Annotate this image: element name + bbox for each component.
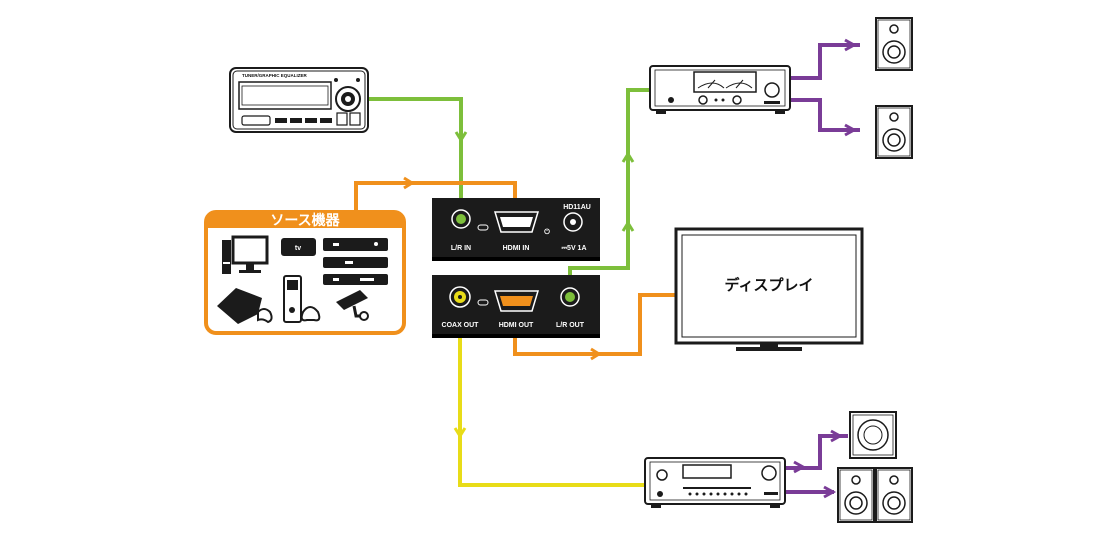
security-camera-icon — [336, 290, 369, 321]
display-icon: ディスプレイ — [674, 227, 864, 351]
hdmi-out-label: HDMI OUT — [499, 322, 534, 329]
arrow-purple-3 — [830, 429, 844, 443]
cable-tuner-to-lr-in — [368, 97, 463, 218]
arrow-purple-1 — [844, 38, 858, 52]
arrow-purple-4 — [823, 485, 837, 499]
lr-in-label: L/R IN — [451, 245, 471, 252]
amplifier-icon — [649, 65, 791, 114]
svg-text:⏻: ⏻ — [544, 228, 550, 236]
svg-text:tv: tv — [295, 245, 301, 252]
arrow-green-down — [454, 131, 468, 143]
source-box-title: ソース機器 — [270, 212, 340, 229]
tuner-equalizer-icon: TUNER/GRAPHIC EQUALIZER — [229, 67, 369, 133]
cable-coax-to-receiver — [458, 306, 645, 487]
speaker-icon — [875, 105, 913, 159]
speaker-icon — [875, 467, 913, 523]
coax-out-label: COAX OUT — [442, 322, 480, 329]
arrow-yellow-down — [453, 427, 467, 439]
speaker-icon — [837, 467, 875, 523]
display-label: ディスプレイ — [725, 276, 814, 294]
arrow-purple-5 — [793, 460, 807, 474]
blu-ray-player-icon — [323, 238, 388, 285]
speaker-icon — [875, 17, 913, 71]
model-label: HD11AU — [563, 204, 591, 211]
source-devices-box: ソース機器 tv — [204, 210, 406, 335]
arrow-orange-right — [403, 176, 415, 190]
extractor-output-panel: COAX OUT HDMI OUT L/R OUT — [432, 275, 600, 338]
av-receiver-icon — [644, 457, 786, 508]
lr-out-label: L/R OUT — [556, 322, 585, 329]
extractor-input-panel: L/R IN HDMI IN HD11AU ⏻ ⎓5V 1A — [432, 198, 600, 261]
cable-lr-out-to-amp — [568, 88, 650, 294]
cable-amp-to-speaker-1 — [790, 43, 860, 80]
game-console-icon — [217, 275, 321, 324]
arrow-purple-2 — [844, 123, 858, 137]
cable-hdmi-out-to-display — [513, 293, 676, 356]
tuner-label: TUNER/GRAPHIC EQUALIZER — [242, 73, 308, 78]
desktop-pc-icon — [222, 235, 269, 274]
arrow-orange-right-2 — [590, 347, 602, 361]
arrow-green-up-1 — [621, 220, 635, 232]
speaker-icon — [849, 411, 897, 459]
cable-amp-to-speaker-2 — [790, 98, 860, 132]
hdmi-in-label: HDMI IN — [503, 245, 530, 252]
power-label: ⎓5V 1A — [561, 245, 586, 252]
apple-tv-icon: tv — [281, 238, 316, 256]
arrow-green-up-2 — [621, 151, 635, 163]
